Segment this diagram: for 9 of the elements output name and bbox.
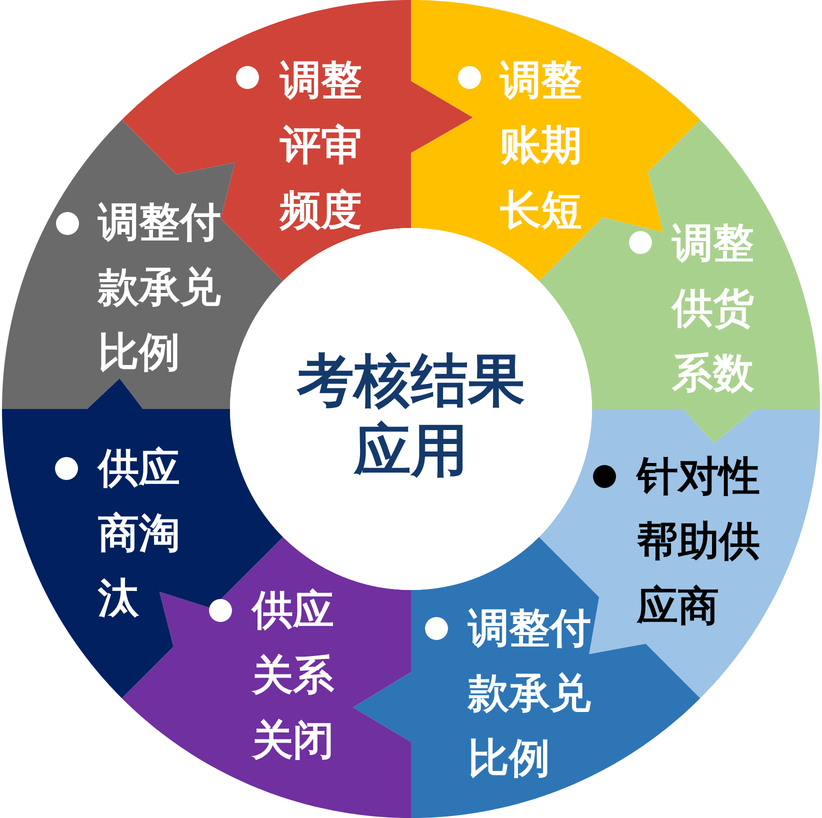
segment-label: 针对性帮助供应商 [637, 450, 761, 632]
center-title: 考核结果应用 [296, 347, 526, 486]
segment-label: 调整账期长短 [500, 54, 583, 236]
segment-label: 供应关系关闭 [252, 584, 335, 766]
segment-label: 调整供货系数 [672, 218, 755, 398]
segment-label: 供应商淘汰 [98, 442, 181, 624]
segment-label: 调整付款承兑比例 [98, 196, 222, 378]
segment-label: 调整评审频度 [280, 54, 363, 236]
segment-label: 调整付款承兑比例 [468, 602, 592, 784]
